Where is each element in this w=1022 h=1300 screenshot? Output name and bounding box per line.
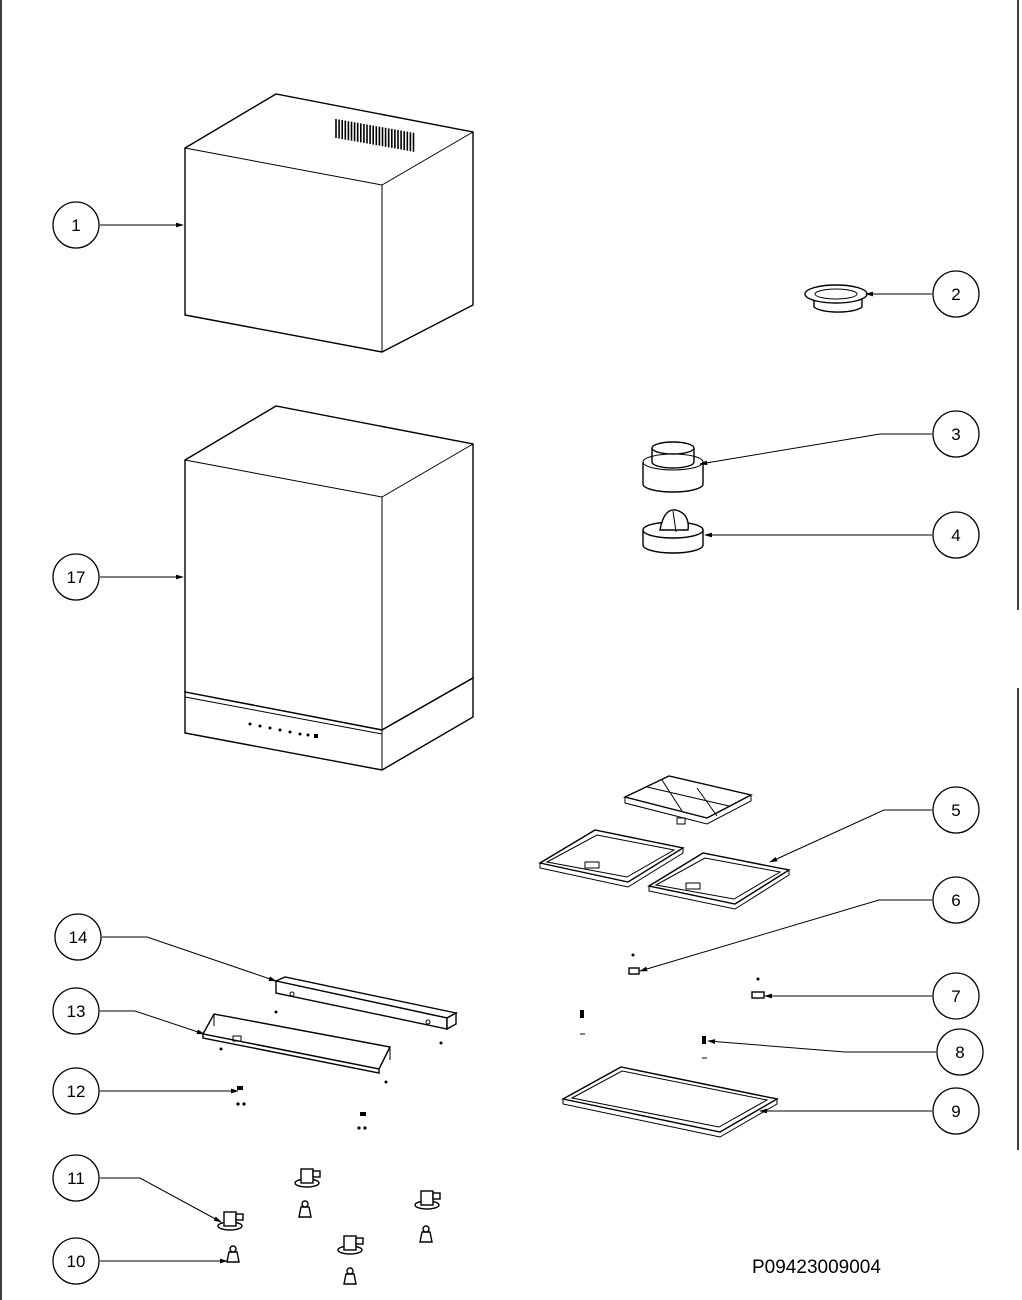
callout-label-3: 3 bbox=[951, 425, 960, 444]
callout-label-12: 12 bbox=[67, 1082, 86, 1101]
callout-9: 9 bbox=[759, 1087, 980, 1135]
part-lower-chimney bbox=[184, 405, 474, 771]
callout-label-14: 14 bbox=[69, 928, 88, 947]
control-buttons bbox=[248, 722, 318, 738]
callout-13: 13 bbox=[52, 987, 205, 1035]
callout-5: 5 bbox=[769, 786, 980, 863]
drawing-code: P09423009004 bbox=[752, 1257, 881, 1278]
callout-leader-3 bbox=[699, 433, 932, 466]
callout-label-6: 6 bbox=[951, 891, 960, 910]
callout-bubble-17 bbox=[52, 553, 100, 601]
callout-7: 7 bbox=[764, 972, 980, 1020]
callout-leader-11 bbox=[100, 1177, 222, 1223]
carbon-filter bbox=[622, 775, 753, 825]
callout-bubble-5 bbox=[932, 786, 980, 834]
part-filters bbox=[538, 775, 791, 910]
callout-label-8: 8 bbox=[955, 1043, 964, 1062]
part-flange-ring bbox=[804, 284, 868, 313]
callout-label-1: 1 bbox=[71, 216, 80, 235]
callout-leader-14 bbox=[102, 936, 277, 982]
callout-14: 14 bbox=[54, 913, 277, 982]
grease-filter-right bbox=[647, 852, 791, 910]
callout-11: 11 bbox=[52, 1154, 222, 1223]
callout-12: 12 bbox=[52, 1067, 239, 1115]
callout-label-4: 4 bbox=[951, 526, 960, 545]
callout-label-11: 11 bbox=[67, 1169, 85, 1188]
callout-17: 17 bbox=[52, 553, 184, 601]
callout-bubble-11 bbox=[52, 1154, 100, 1202]
callout-leader-6 bbox=[639, 899, 932, 972]
callout-label-5: 5 bbox=[951, 801, 960, 820]
callout-bubble-14 bbox=[54, 913, 102, 961]
callout-6: 6 bbox=[639, 876, 980, 972]
callout-bubble-13 bbox=[52, 987, 100, 1035]
callout-leader-8 bbox=[707, 1039, 936, 1053]
part-screw-8 bbox=[580, 1010, 707, 1059]
callout-1: 1 bbox=[52, 201, 184, 249]
callout-bubble-6 bbox=[932, 876, 980, 924]
part-clip-7 bbox=[751, 977, 765, 999]
part-screws-12 bbox=[236, 1086, 367, 1130]
part-bulbs bbox=[226, 1200, 433, 1285]
callout-10: 10 bbox=[52, 1237, 228, 1285]
callout-bubble-4 bbox=[932, 511, 980, 559]
callout-label-13: 13 bbox=[67, 1002, 86, 1021]
callout-label-9: 9 bbox=[951, 1102, 960, 1121]
callout-label-17: 17 bbox=[67, 568, 86, 587]
part-upper-bracket bbox=[273, 976, 458, 1045]
callout-bubble-10 bbox=[52, 1237, 100, 1285]
vent-slots bbox=[335, 119, 415, 152]
grease-filter-left bbox=[538, 829, 685, 888]
callout-bubble-2 bbox=[932, 270, 980, 318]
callout-2: 2 bbox=[865, 270, 980, 318]
callout-label-7: 7 bbox=[951, 987, 960, 1006]
callout-bubble-8 bbox=[936, 1028, 984, 1076]
part-backdraft-valve bbox=[642, 509, 704, 554]
callout-bubble-7 bbox=[932, 972, 980, 1020]
callout-label-10: 10 bbox=[67, 1252, 86, 1271]
part-duct-adapter bbox=[642, 441, 704, 493]
callout-8: 8 bbox=[707, 1028, 984, 1076]
callout-label-2: 2 bbox=[951, 285, 960, 304]
callout-bubble-12 bbox=[52, 1067, 100, 1115]
callout-leader-5 bbox=[769, 809, 932, 863]
part-screw-6 bbox=[628, 953, 640, 975]
part-lower-bracket bbox=[201, 1013, 392, 1084]
callout-bubble-3 bbox=[932, 410, 980, 458]
callout-3: 3 bbox=[699, 410, 980, 466]
part-glass-panel bbox=[561, 1066, 779, 1138]
part-upper-chimney bbox=[184, 93, 474, 353]
callout-bubble-9 bbox=[932, 1087, 980, 1135]
callout-bubble-1 bbox=[52, 201, 100, 249]
callout-leader-13 bbox=[100, 1010, 205, 1035]
part-lamp-holders bbox=[217, 1168, 441, 1255]
callout-4: 4 bbox=[704, 511, 980, 559]
